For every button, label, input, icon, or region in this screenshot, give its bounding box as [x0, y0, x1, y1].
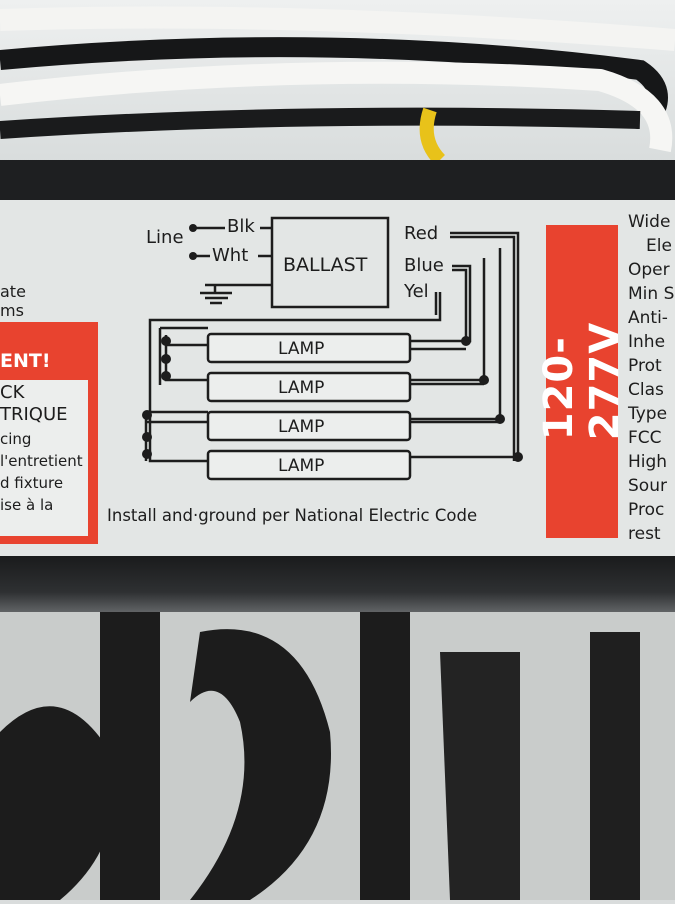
lamp-tube — [206, 449, 412, 481]
voltage-box — [546, 225, 618, 538]
left-text-line: ate — [0, 282, 26, 301]
spec-line: Sour — [628, 476, 667, 496]
install-note: Install and·ground per National Electric… — [107, 506, 478, 525]
warning-line: cing — [0, 430, 32, 448]
lamp-tube — [206, 332, 412, 364]
spec-line: High — [628, 452, 668, 472]
red-label: Red — [404, 223, 439, 244]
wiring-diagram — [142, 216, 523, 481]
lamp-label: LAMP — [278, 456, 325, 476]
spec-line: Anti- — [628, 308, 668, 328]
blue-label: Blue — [404, 255, 444, 276]
line-label: Line — [146, 227, 184, 248]
spec-line: Prot — [628, 356, 662, 376]
spec-line: Ele — [646, 236, 672, 256]
spec-line: Inhe — [628, 332, 666, 352]
spec-line: Proc — [628, 500, 665, 520]
yel-label: Yel — [404, 281, 429, 302]
warning-box: ENT! CK TRIQUE cing l'entretient d fixtu… — [0, 322, 98, 544]
ballast-label-text: BALLAST — [283, 254, 368, 276]
warning-line: ise à la — [0, 496, 54, 514]
spec-line: FCC — [628, 428, 662, 448]
wires-background — [0, 0, 675, 165]
spec-line: Min S — [628, 284, 675, 304]
warning-line: d fixture — [0, 474, 64, 492]
warning-line: TRIQUE — [0, 404, 68, 425]
spec-line: Wide — [628, 212, 671, 232]
lamp-label: LAMP — [278, 417, 325, 437]
printed-surface-background — [0, 612, 675, 900]
warning-line: l'entretient — [0, 452, 83, 470]
lamp-tube — [206, 371, 412, 403]
spec-line: rest — [628, 524, 661, 544]
lamp-label: LAMP — [278, 339, 325, 359]
background-lettering — [0, 612, 640, 900]
warning-text-panel: CK TRIQUE cing l'entretient d fixture is… — [0, 380, 88, 536]
ballast-casing-bottom — [0, 556, 675, 616]
spec-line: Clas — [628, 380, 664, 400]
wires-drawing — [0, 6, 675, 165]
lamp-tube — [206, 410, 412, 442]
left-text-line: ms — [0, 301, 24, 320]
left-partial-text: ate ms — [0, 282, 26, 320]
warning-title: ENT! — [0, 350, 51, 372]
spec-line: Oper — [628, 260, 670, 280]
ballast-box — [270, 216, 390, 309]
wht-label: Wht — [212, 245, 249, 266]
ballast-casing-top — [0, 160, 675, 202]
warning-line: CK — [0, 382, 25, 403]
lamp-label: LAMP — [278, 378, 325, 398]
blk-label: Blk — [227, 216, 255, 237]
voltage-rating: 120-277V — [536, 321, 628, 441]
spec-list: Wide Ele Oper Min S Anti- Inhe Prot Clas… — [628, 210, 674, 546]
spec-line: Type — [628, 404, 668, 424]
